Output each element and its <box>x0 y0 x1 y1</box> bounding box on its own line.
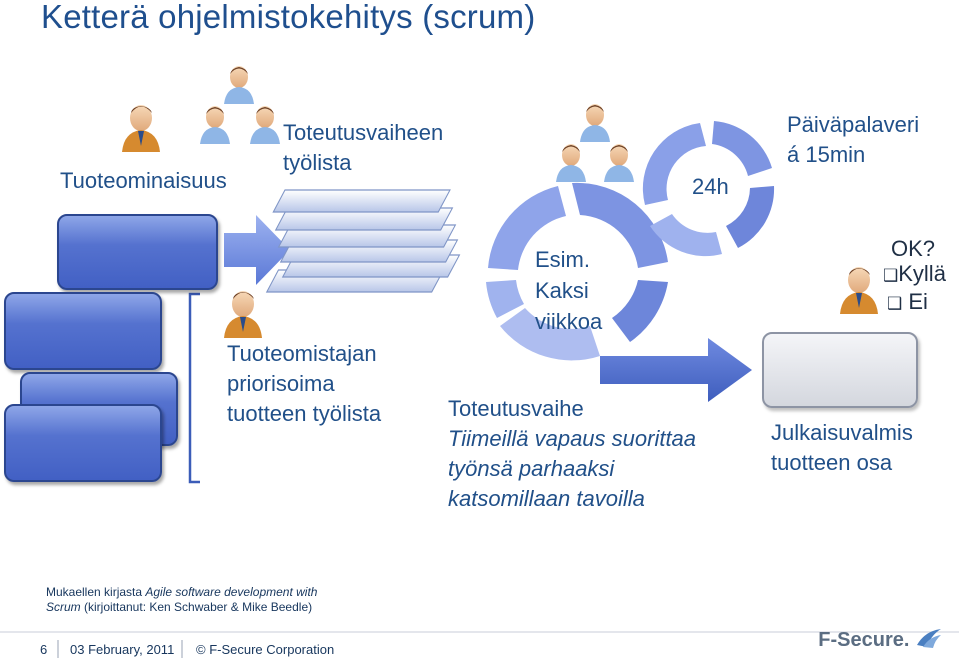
backlog-box-1 <box>4 292 162 370</box>
cycle-duration-line1: Esim. <box>535 247 590 272</box>
person-icon-product-features <box>122 105 160 152</box>
person-icon-owner <box>224 291 262 338</box>
footnote-suffix: (kirjoittanut: Ken Schwaber & Mike Beedl… <box>80 600 313 614</box>
cycle-duration-line3: viikkoa <box>535 309 603 334</box>
option-no-label: Ei <box>908 289 928 314</box>
ok-question: OK? <box>891 236 936 261</box>
person-icon-team-1 <box>224 66 254 104</box>
sprint-backlog-label: Toteutusvaiheen työlista <box>283 118 443 178</box>
sprint-cycle <box>486 182 668 361</box>
arrow-to-release <box>600 338 752 402</box>
logo-swoosh-icon <box>917 629 941 648</box>
page-number: 6 <box>40 642 48 657</box>
product-backlog-label-line1: Tuoteomistajan <box>227 341 377 366</box>
sprint-desc-line2: työnsä parhaaksi <box>448 456 615 481</box>
person-icon-team-6 <box>604 144 634 182</box>
cycle-duration-line2: Kaksi <box>535 278 589 303</box>
logo-text: F-Secure. <box>818 629 910 651</box>
person-icon-team-2 <box>200 106 230 144</box>
sprint-desc-line1: Tiimeillä vapaus suorittaa <box>448 426 697 451</box>
checkbox-icon: ❑ <box>887 294 903 313</box>
daily-cycle <box>642 121 775 257</box>
footnote-book-title-1: Agile software development with <box>145 585 318 599</box>
sprint-desc-line3: katsomillaan tavoilla <box>448 486 645 511</box>
release-box <box>762 332 918 408</box>
backlog-bracket <box>188 292 200 484</box>
sprint-description: Toteutusvaihe Tiimeillä vapaus suorittaa… <box>448 394 696 514</box>
person-icon-team-3 <box>250 106 280 144</box>
sprint-backlog-label-line2: työlista <box>283 150 352 175</box>
footer-date: 03 February, 2011 <box>70 642 175 657</box>
product-feature-box <box>57 214 218 290</box>
page-title: Ketterä ohjelmistokehitys (scrum) <box>41 0 536 35</box>
sprint-backlog-label-line1: Toteutusvaiheen <box>283 120 444 145</box>
sprint-title: Toteutusvaihe <box>448 396 584 421</box>
product-features-label: Tuoteominaisuus <box>60 168 227 193</box>
release-label: Julkaisuvalmis tuotteen osa <box>771 418 913 478</box>
person-icon-customer <box>840 267 878 314</box>
person-icon-team-4 <box>580 104 610 142</box>
option-yes: ❑Kyllä <box>883 259 946 291</box>
checkbox-icon: ❑ <box>883 266 899 285</box>
arrow-to-backlog <box>224 215 290 285</box>
product-backlog-label-line3: tuotteen työlista <box>227 401 382 426</box>
release-line1: Julkaisuvalmis <box>771 420 913 445</box>
footnote-prefix: Mukaellen kirjasta <box>46 585 146 599</box>
source-footnote: Mukaellen kirjasta Agile software develo… <box>46 585 317 615</box>
release-line2: tuotteen osa <box>771 450 893 475</box>
f-secure-logo: F-Secure. <box>818 627 943 652</box>
daily-cycle-label: 24h <box>692 174 729 199</box>
cycle-duration-label: Esim. Kaksi viikkoa <box>535 244 602 337</box>
daily-meeting-line2: á 15min <box>787 142 866 167</box>
footer-copyright: © F-Secure Corporation <box>196 642 335 657</box>
backlog-box-3 <box>4 404 162 482</box>
daily-meeting-line1: Päiväpalaveri <box>787 112 920 137</box>
option-yes-label: Kyllä <box>898 261 946 286</box>
daily-meeting-label: Päiväpalaveri á 15min <box>787 110 919 170</box>
person-icon-team-5 <box>556 144 586 182</box>
product-backlog-label-line2: priorisoima <box>227 371 335 396</box>
product-backlog-label: Tuoteomistajan priorisoima tuotteen työl… <box>227 339 381 429</box>
option-no: ❑ Ei <box>887 287 928 319</box>
footnote-book-title-2: Scrum <box>46 600 81 614</box>
sprint-backlog-stack <box>265 189 461 293</box>
